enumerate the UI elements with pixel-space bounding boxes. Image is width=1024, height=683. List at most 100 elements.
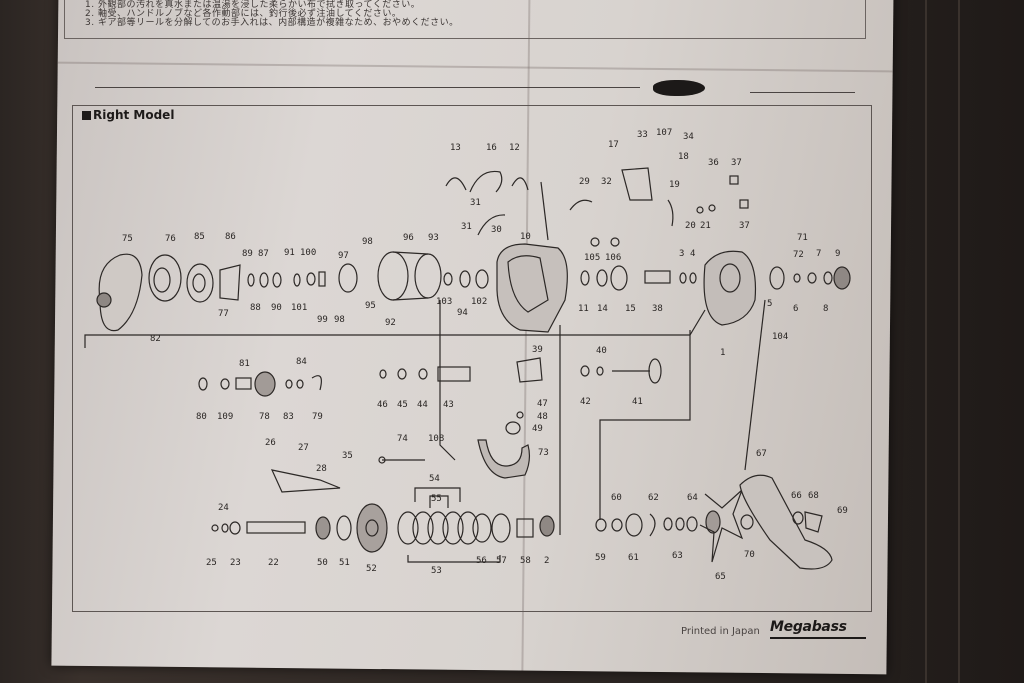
part-label: 61 xyxy=(628,553,639,563)
part-label: 47 xyxy=(537,399,548,409)
part-label: 52 xyxy=(366,564,377,574)
megabass-logo: Megabass xyxy=(770,619,847,635)
part-label: 82 xyxy=(150,334,161,344)
part-label: 43 xyxy=(443,400,454,410)
part-label: 63 xyxy=(672,551,683,561)
part-label: 73 xyxy=(538,448,549,458)
part-label: 18 xyxy=(678,152,689,162)
maintenance-notes-box xyxy=(64,0,866,39)
part-label: 22 xyxy=(268,558,279,568)
part-label: 7 xyxy=(816,249,821,259)
part-label: 8 xyxy=(823,304,828,314)
square-bullet-icon xyxy=(82,111,91,120)
part-label: 29 xyxy=(579,177,590,187)
part-label: 20 xyxy=(685,221,696,231)
part-label: 79 xyxy=(312,412,323,422)
part-label: 83 xyxy=(283,412,294,422)
part-label: 94 xyxy=(457,308,468,318)
part-label: 105 xyxy=(584,253,600,263)
part-label: 26 xyxy=(265,438,276,448)
part-label: 6 xyxy=(793,304,798,314)
part-label: 37 xyxy=(731,158,742,168)
part-label: 54 xyxy=(429,474,440,484)
part-label: 66 xyxy=(791,491,802,501)
part-label: 60 xyxy=(611,493,622,503)
part-label: 31 xyxy=(461,222,472,232)
part-label: 104 xyxy=(772,332,788,342)
part-label: 97 xyxy=(338,251,349,261)
part-label: 13 xyxy=(450,143,461,153)
part-label: 34 xyxy=(683,132,694,142)
part-label: 96 xyxy=(403,233,414,243)
part-label: 36 xyxy=(708,158,719,168)
part-label: 1 xyxy=(720,348,725,358)
part-label: 55 xyxy=(431,494,442,504)
part-label: 88 xyxy=(250,303,261,313)
part-label: 5 xyxy=(767,299,772,309)
note-line-2: 2. 軸受、ハンドルノブなど各作動部には、釣行後必ず注油してください。 xyxy=(85,9,402,19)
part-label: 27 xyxy=(298,443,309,453)
note-line-3: 3. ギア部等リールを分解してのお手入れは、内部構造が複雑なため、おやめください… xyxy=(85,18,459,28)
part-label: 98 xyxy=(334,315,345,325)
part-label: 33 xyxy=(637,130,648,140)
part-label: 15 xyxy=(625,304,636,314)
part-label: 31 xyxy=(470,198,481,208)
schematic-frame xyxy=(72,105,872,612)
part-label: 62 xyxy=(648,493,659,503)
part-label: 21 xyxy=(700,221,711,231)
part-label: 98 xyxy=(362,237,373,247)
part-label: 37 xyxy=(739,221,750,231)
part-label: 4 xyxy=(690,249,695,259)
part-label: 106 xyxy=(605,253,621,263)
part-label: 39 xyxy=(532,345,543,355)
part-label: 48 xyxy=(537,412,548,422)
part-label: 93 xyxy=(428,233,439,243)
part-label: 12 xyxy=(509,143,520,153)
part-label: 53 xyxy=(431,566,442,576)
part-label: 69 xyxy=(837,506,848,516)
part-label: 85 xyxy=(194,232,205,242)
part-label: 70 xyxy=(744,550,755,560)
part-label: 56 xyxy=(476,556,487,566)
part-label: 9 xyxy=(835,249,840,259)
diagram-heading: Right Model xyxy=(82,108,174,122)
part-label: 2 xyxy=(544,556,549,566)
part-label: 14 xyxy=(597,304,608,314)
part-label: 71 xyxy=(797,233,808,243)
part-label: 44 xyxy=(417,400,428,410)
table-stripe xyxy=(958,0,960,683)
part-label: 10 xyxy=(520,232,531,242)
part-label: 16 xyxy=(486,143,497,153)
part-label: 42 xyxy=(580,397,591,407)
part-label: 19 xyxy=(669,180,680,190)
part-label: 59 xyxy=(595,553,606,563)
part-label: 100 xyxy=(300,248,316,258)
part-label: 102 xyxy=(471,297,487,307)
part-label: 108 xyxy=(428,434,444,444)
part-label: 99 xyxy=(317,315,328,325)
part-label: 11 xyxy=(578,304,589,314)
header-rule xyxy=(750,92,855,93)
part-label: 58 xyxy=(520,556,531,566)
part-label: 38 xyxy=(652,304,663,314)
note-line-1: 1. 外観部の汚れを真水または温湯を浸した柔らかい布で拭き取ってください。 xyxy=(85,0,421,10)
part-label: 28 xyxy=(316,464,327,474)
part-label: 107 xyxy=(656,128,672,138)
part-label: 87 xyxy=(258,249,269,259)
part-label: 91 xyxy=(284,248,295,258)
part-label: 46 xyxy=(377,400,388,410)
part-label: 92 xyxy=(385,318,396,328)
part-label: 72 xyxy=(793,250,804,260)
part-label: 103 xyxy=(436,297,452,307)
printed-in-japan: Printed in Japan xyxy=(681,626,760,637)
part-label: 50 xyxy=(317,558,328,568)
part-label: 45 xyxy=(397,400,408,410)
header-rule xyxy=(95,87,640,88)
part-label: 51 xyxy=(339,558,350,568)
part-label: 80 xyxy=(196,412,207,422)
part-label: 84 xyxy=(296,357,307,367)
part-label: 65 xyxy=(715,572,726,582)
part-label: 40 xyxy=(596,346,607,356)
part-label: 41 xyxy=(632,397,643,407)
